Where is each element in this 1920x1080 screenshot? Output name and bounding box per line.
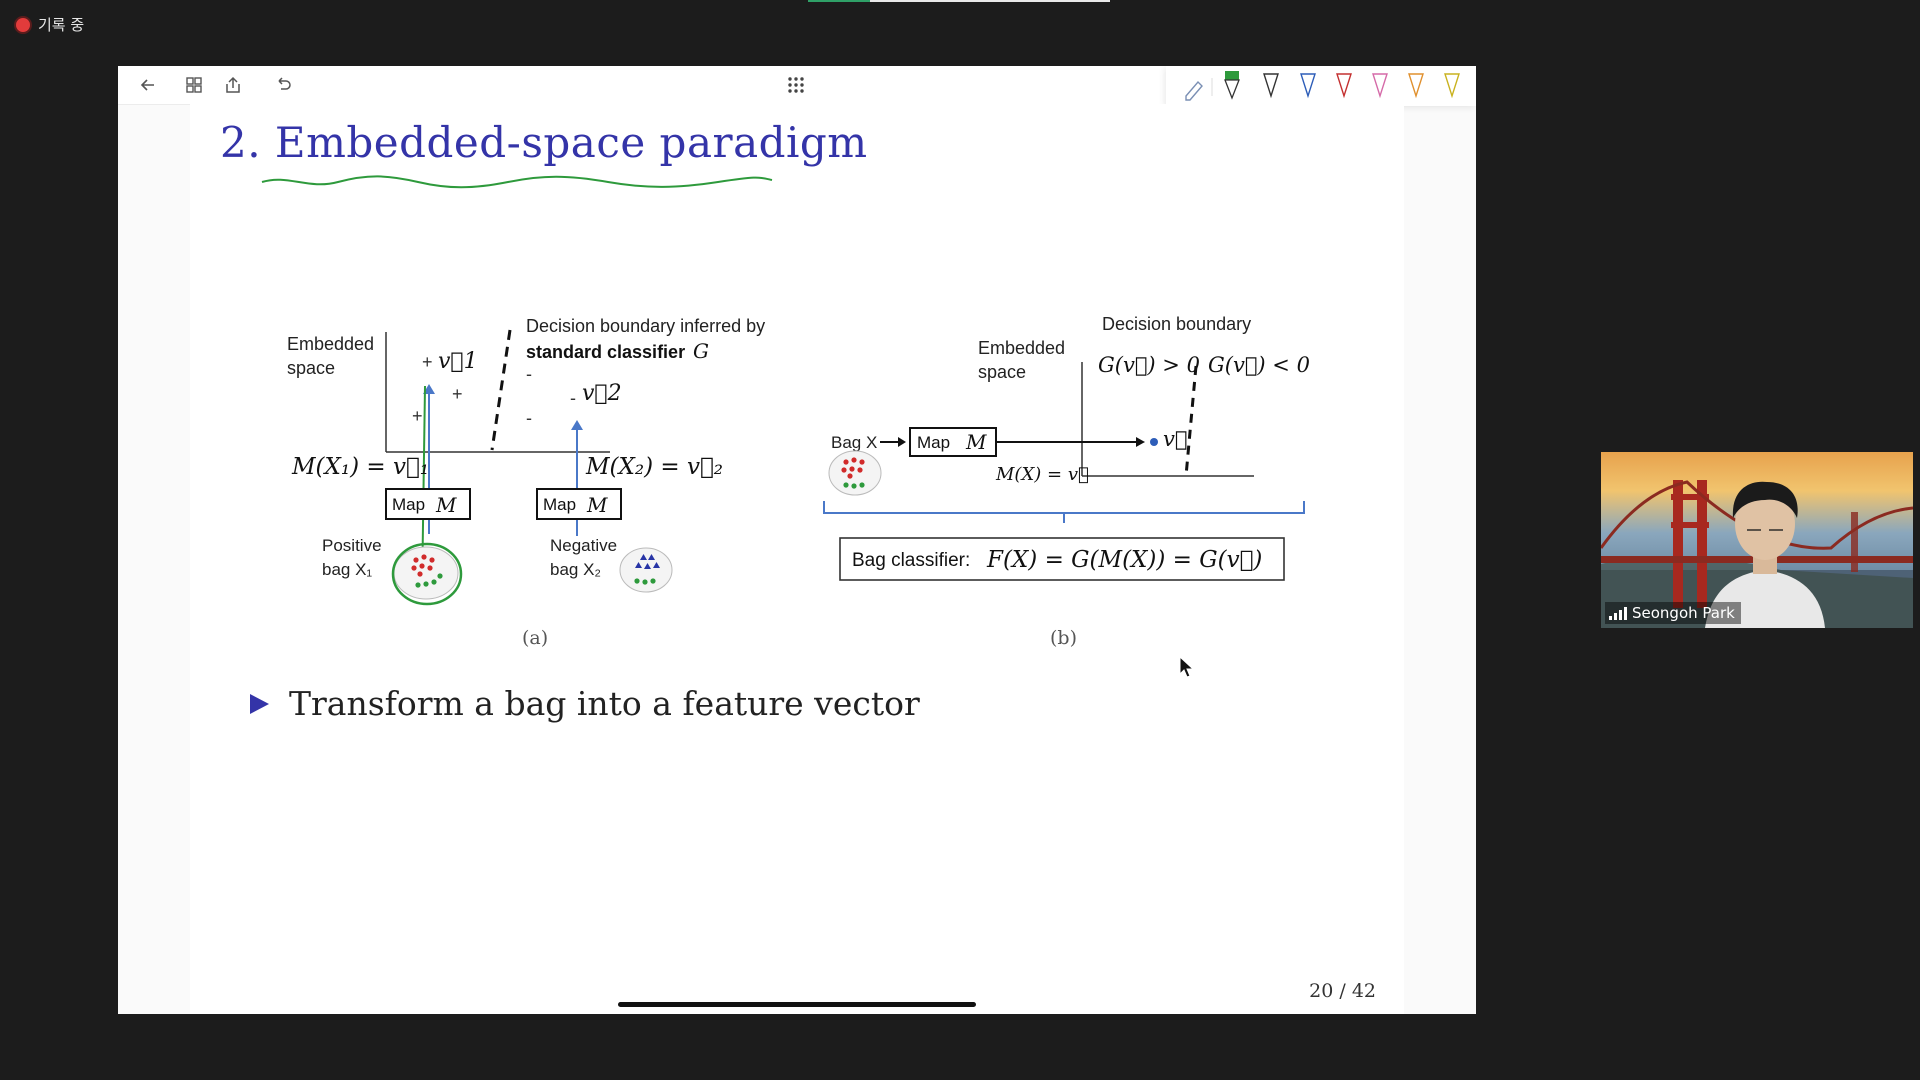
grid-view-icon[interactable] [184,75,204,95]
a-decision-boundary [490,329,512,451]
a-caption: (a) [522,627,548,649]
b-bag-label: Bag X [831,433,877,452]
bullet-text: Transform a bag into a feature vector [289,684,920,723]
page-scroll-bar[interactable] [618,1002,976,1007]
highlighter-orange-icon[interactable] [1408,73,1424,99]
a-decision-label-line2: standard classifier [526,342,685,362]
recording-dot-icon [16,17,30,32]
a-map-box-1 [385,488,471,520]
svg-text:-: - [570,388,576,408]
participant-name-tag: Seongoh Park [1605,602,1741,624]
b-bag-green-dots [843,482,865,489]
b-map-box-label: Map [917,433,950,452]
b-classifier-box [839,537,1285,581]
participant-name: Seongoh Park [1632,604,1735,622]
b-decision-label: Decision boundary [1102,314,1251,334]
embedded-space-figure: Embedded space Decision boundary inferre… [287,314,1310,649]
signal-strength-icon [1609,606,1627,620]
a-positive-bag-annotation [391,542,463,606]
b-caption: (b) [1050,627,1077,649]
b-axis-label-line2: space [978,362,1026,382]
highlighter-yellow-icon[interactable] [1444,73,1460,99]
a-map-box-2-symbol: M [586,493,608,517]
participant-figure [1705,481,1825,628]
a-positive-bag-red-dots [411,554,435,577]
svg-text:+: + [422,352,433,372]
a-map1-equation: M(X₁) = v⃗₁ [291,454,429,480]
a-classifier-symbol: G [693,339,709,363]
b-classifier-formula: F(X) = G(M(X)) = G(v⃗) [986,547,1262,573]
a-positive-bag [393,546,459,600]
a-negative-bag-triangles [635,554,660,569]
svg-text:+: + [452,384,463,404]
a-v1-label: v⃗1 [438,349,478,374]
b-bag [828,450,882,496]
b-g-positive: G(v⃗) > 0 [1098,353,1200,377]
a-map2-equation: M(X₂) = v⃗₂ [585,454,723,480]
figure-b: Decision boundary Embedded space G(v⃗) >… [823,314,1310,649]
a-class-marks: + + + - - - [412,352,576,428]
recording-indicator: 기록 중 [16,14,84,35]
page-number: 20 / 42 [1309,980,1376,1002]
pen-tool-icon[interactable] [1185,80,1203,101]
b-classifier-prefix: Bag classifier: [852,550,970,571]
b-decision-boundary [1184,365,1198,477]
pen-blue-icon[interactable] [1300,73,1316,99]
screen-share-bar[interactable] [808,0,1110,2]
a-map-box-1-symbol: M [435,493,457,517]
svg-text:-: - [526,364,532,384]
a-map-box-2 [536,488,622,520]
b-vector-label: v⃗ [1163,427,1187,451]
title-underline-annotation [261,175,773,189]
back-arrow-icon[interactable] [138,75,158,95]
b-bag-red-dots [841,457,865,479]
a-v2-label: v⃗2 [582,381,622,406]
a-negative-bag-line1: Negative [550,536,617,555]
undo-icon[interactable] [273,75,293,95]
b-mx-label: M(X) = v⃗ [995,464,1089,485]
b-g-negative: G(v⃗) < 0 [1208,353,1310,377]
pdf-viewer: 2. Embedded-space paradigm Embedded spac… [118,66,1476,1014]
apps-grid-icon[interactable] [786,75,806,95]
b-map-box-symbol: M [965,430,987,454]
slide-title: 2. Embedded-space paradigm [220,118,868,167]
pen-black-icon[interactable] [1263,73,1279,99]
a-decision-label-line1: Decision boundary inferred by [526,316,765,336]
pen-red-icon[interactable] [1336,73,1352,99]
pen-green-icon[interactable] [1224,71,1240,100]
a-axis-label-line1: Embedded [287,334,374,354]
a-positive-bag-line2: bag X₁ [322,560,372,579]
a-negative-bag [619,547,673,593]
svg-text:+: + [412,406,423,426]
a-map-box-2-label: Map [543,495,576,514]
a-negative-bag-line2: bag X₂ [550,560,601,579]
a-positive-bag-green-dots [415,573,443,588]
b-brace [823,501,1305,523]
participant-video[interactable]: Seongoh Park [1601,452,1913,628]
share-export-icon[interactable] [223,75,243,95]
pen-palette [1166,66,1476,106]
highlighter-pink-icon[interactable] [1372,73,1388,99]
figure-a: Embedded space Decision boundary inferre… [287,316,765,649]
slide-page: 2. Embedded-space paradigm Embedded spac… [190,104,1404,1014]
mouse-cursor-icon [1179,656,1195,678]
a-negative-bag-green-dots [634,578,656,585]
recording-label: 기록 중 [38,16,85,34]
bullet-item: Transform a bag into a feature vector [250,684,920,723]
b-vector-point [1150,438,1158,446]
a-positive-bag-line1: Positive [322,536,382,555]
a-axis-label-line2: space [287,358,335,378]
viewer-toolbar [118,66,1476,106]
b-axis-label-line1: Embedded [978,338,1065,358]
a-map-box-1-label: Map [392,495,425,514]
bullet-arrow-icon [250,693,269,714]
svg-text:-: - [526,408,532,428]
b-map-box [909,427,997,457]
